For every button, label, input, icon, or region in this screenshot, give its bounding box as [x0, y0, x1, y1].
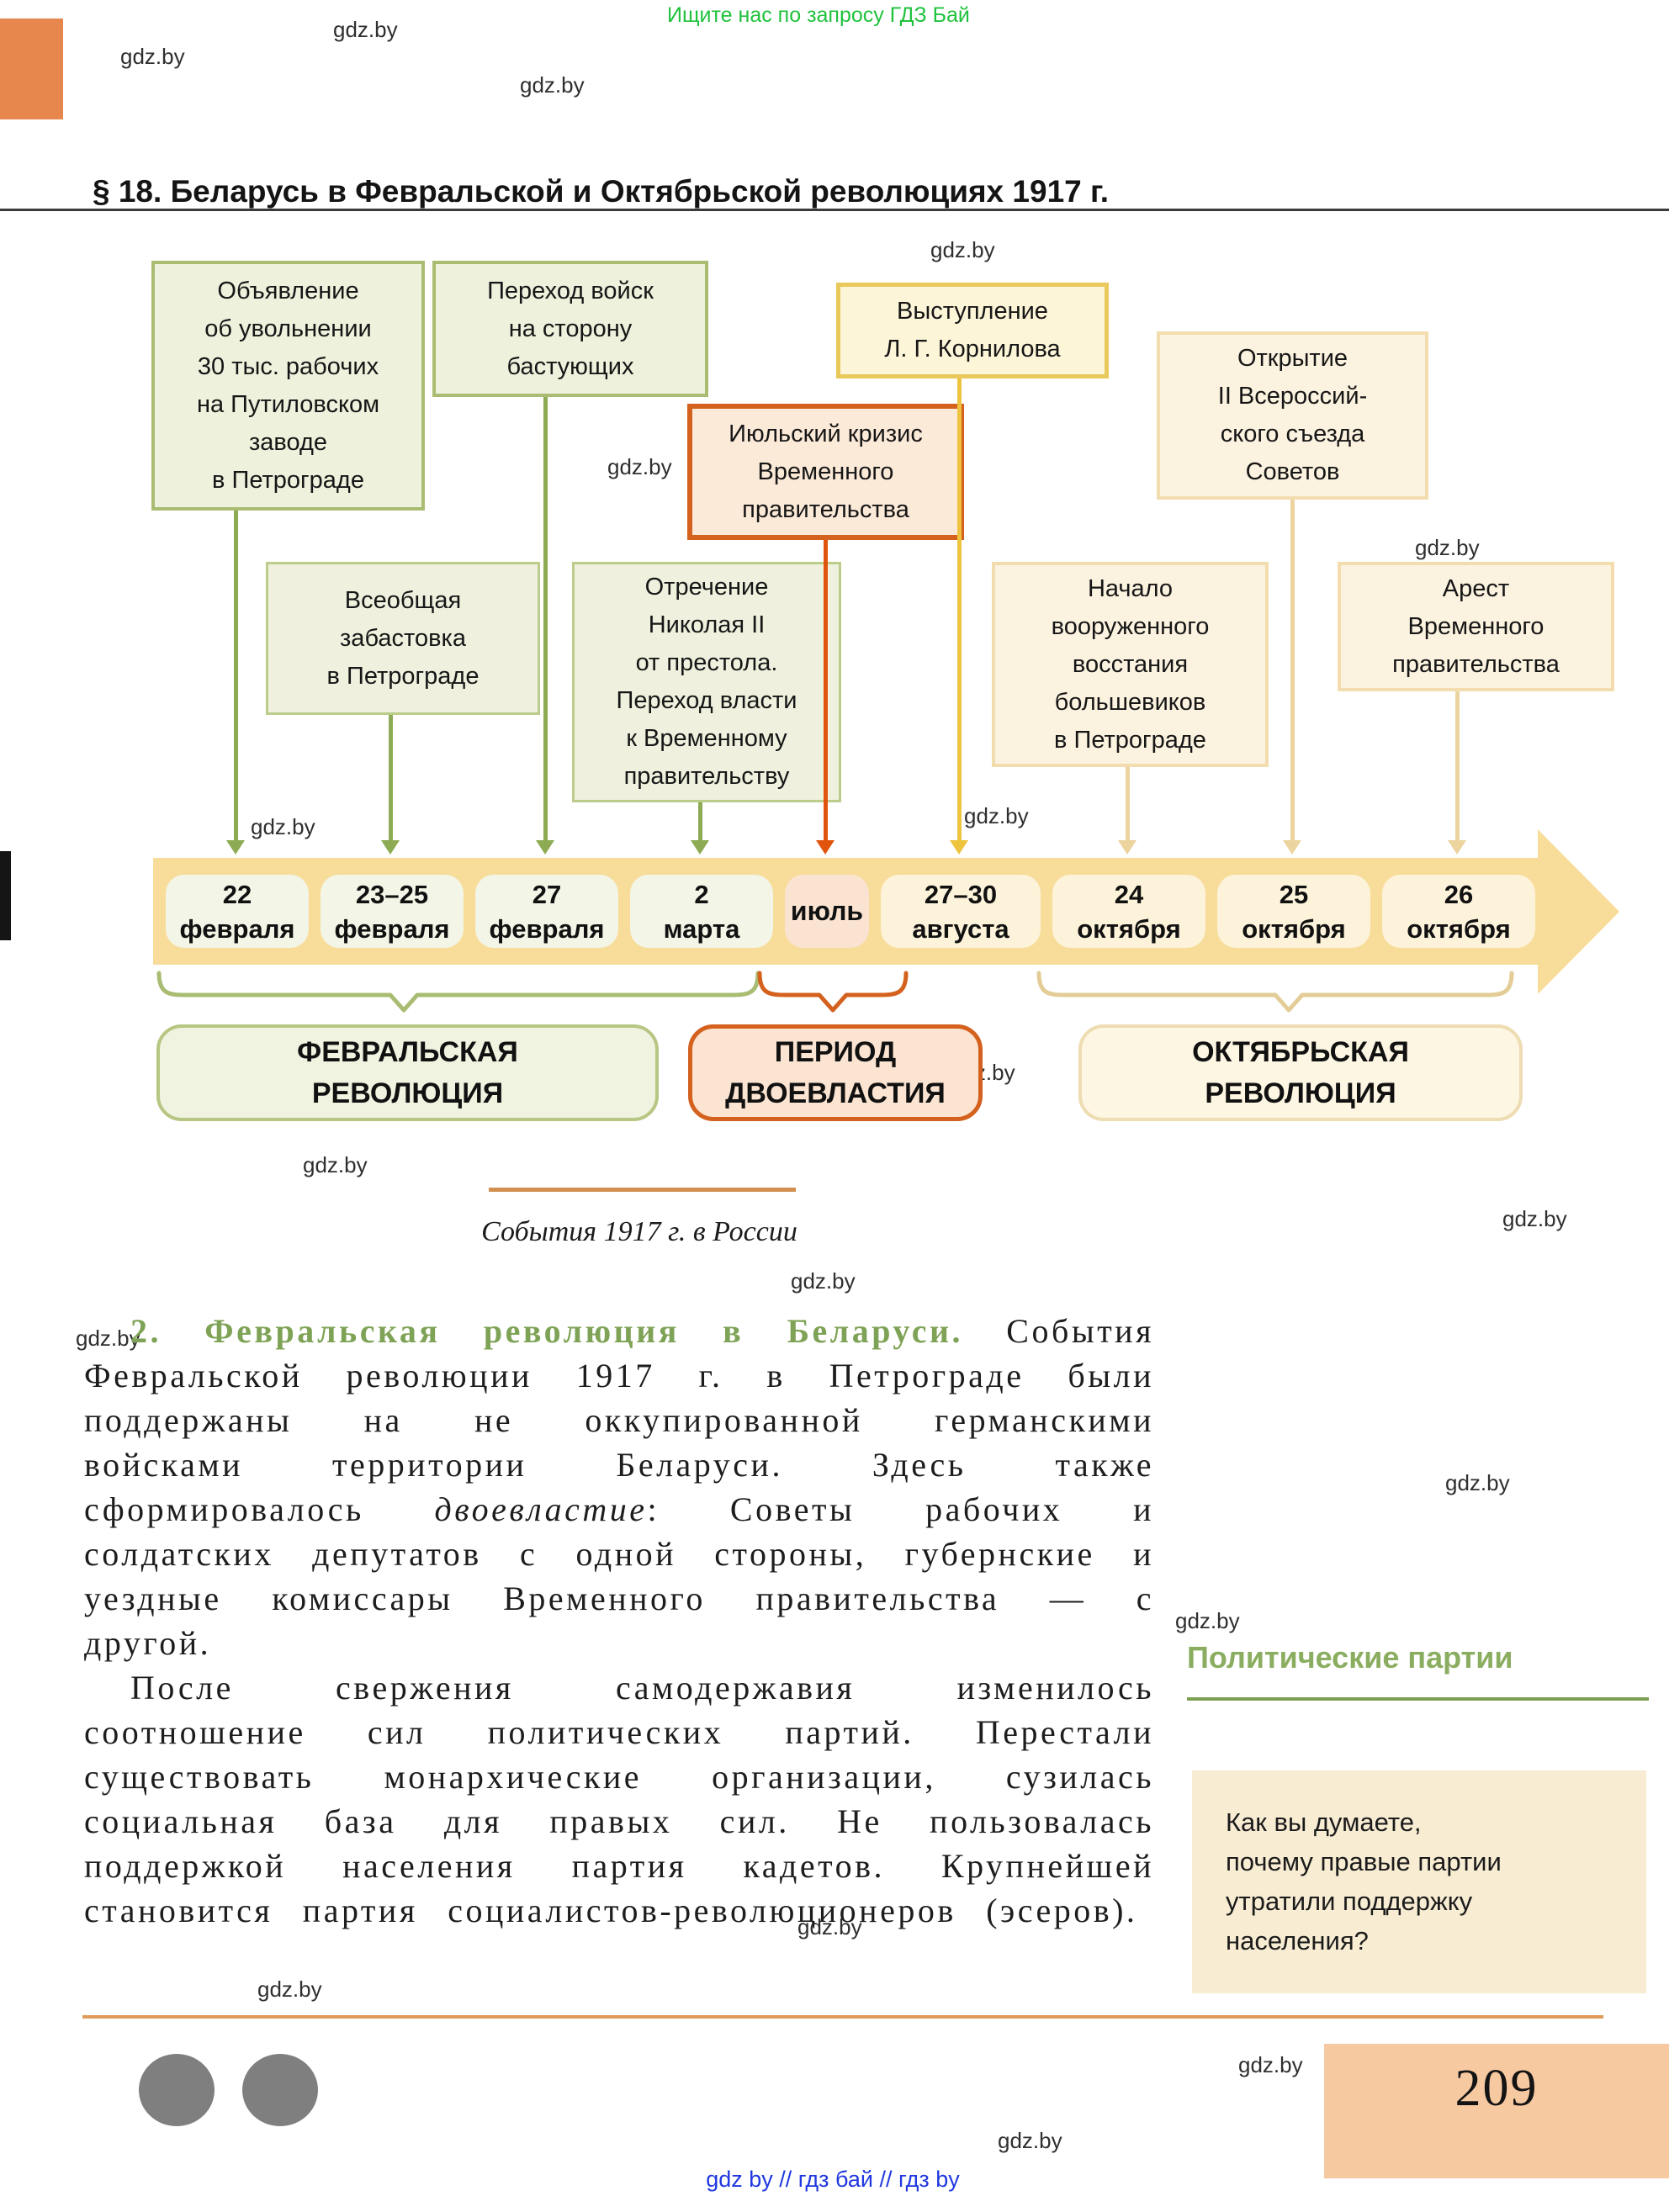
watermark: gdz.by [791, 1268, 856, 1294]
arrow-down-icon [691, 840, 709, 855]
event-box-troops: Переход войск на сторону бастующих [432, 261, 708, 397]
event-box-strike: Всеобщая забастовка в Петрограде [266, 562, 540, 715]
watermark: gdz.by [120, 44, 185, 69]
arrow-down-icon [816, 840, 834, 855]
period-october-revolution: ОКТЯБРЬСКАЯ РЕВОЛЮЦИЯ [1078, 1024, 1523, 1121]
timeline-arrowhead-icon [1538, 829, 1619, 994]
brace-dual-power [757, 971, 909, 1013]
connector-line [1455, 691, 1460, 840]
event-box-kornilov: Выступление Л. Г. Корнилова [836, 283, 1109, 378]
question-box: Как вы думаете, почему правые партии утр… [1192, 1770, 1646, 1993]
event-box-uprising: Начало вооруженного восстания большевико… [992, 562, 1269, 767]
event-box-arrest: Арест Временного правительства [1338, 562, 1614, 691]
watermark: gdz.by [1502, 1206, 1567, 1231]
connector-line [957, 378, 962, 840]
timeline-date: июль [785, 875, 869, 948]
watermark: gdz.by [333, 17, 398, 42]
event-box-july-crisis: Июльский кризис Временного правительства [687, 404, 964, 540]
watermark: gdz.by [1175, 1608, 1240, 1633]
timeline-date: 2 марта [630, 875, 773, 948]
period-february-revolution: ФЕВРАЛЬСКАЯ РЕВОЛЮЦИЯ [156, 1024, 659, 1121]
timeline-date: 27–30 августа [881, 875, 1041, 948]
page-number: 209 [1454, 2060, 1539, 2117]
watermark: gdz.by [964, 803, 1029, 828]
watermark: gdz.by [797, 1914, 862, 1939]
event-box-abdication: Отречение Николая II от престола. Перехо… [572, 562, 841, 802]
paragraph-february-revolution: 2. Февральская революция в Беларуси. Соб… [84, 1309, 1154, 1665]
arrow-down-icon [1448, 840, 1466, 855]
watermark: gdz.by [520, 72, 585, 98]
arrow-down-icon [950, 840, 968, 855]
watermark: gdz.by [1415, 535, 1480, 560]
caption-divider [489, 1188, 796, 1192]
page-edge-mark [0, 851, 11, 940]
watermark: gdz.by [998, 2128, 1062, 2153]
title-divider [0, 209, 1669, 211]
brace-february [156, 971, 760, 1013]
timeline-band: 22 февраля 23–25 февраля 27 февраля 2 ма… [153, 858, 1539, 965]
watermark: gdz.by [607, 454, 672, 479]
run-in-heading: 2. Февральская революция в Беларуси. [130, 1312, 963, 1350]
section-title: § 18. Беларусь в Февральской и Октябрьск… [93, 173, 1109, 209]
watermark: gdz.by [251, 814, 315, 839]
promo-banner: Ищите нас по запросу ГДЗ Бай [667, 3, 970, 27]
watermark: gdz.by [76, 1326, 140, 1351]
page-number-block [1324, 2044, 1669, 2178]
orange-corner-block [0, 19, 63, 119]
arrow-down-icon [381, 840, 400, 855]
connector-line [824, 540, 828, 840]
connector-line [389, 715, 393, 840]
footer-links[interactable]: gdz by // гдз бай // гдз by [706, 2167, 960, 2192]
footer-dot-icon [139, 2054, 215, 2126]
paragraph-text: : Советы рабочих и солдатских депутатов … [84, 1490, 1154, 1662]
timeline-date: 27 февраля [475, 875, 618, 948]
connector-line [234, 511, 238, 840]
event-box-putilov: Объявление об увольнении 30 тыс. рабочих… [151, 261, 425, 511]
watermark: gdz.by [257, 1977, 322, 2002]
sidebar-heading-underline [1187, 1697, 1649, 1701]
connector-line [698, 802, 702, 840]
timeline-date: 26 октября [1382, 875, 1535, 948]
timeline-date: 25 октября [1217, 875, 1370, 948]
sidebar-heading: Политические партии [1187, 1640, 1513, 1675]
event-box-congress: Открытие II Всероссий- ского съезда Сове… [1157, 331, 1428, 500]
watermark: gdz.by [1445, 1470, 1510, 1495]
body-text: 2. Февральская революция в Беларуси. Соб… [84, 1309, 1154, 1933]
timeline-date: 23–25 февраля [321, 875, 464, 948]
footer-divider [82, 2015, 1603, 2019]
paragraph-text: События Февральской революции 1917 г. в … [84, 1312, 1154, 1528]
arrow-down-icon [536, 840, 554, 855]
footer-dot-icon [242, 2054, 318, 2126]
term-italic: двоевластие [434, 1490, 648, 1528]
connector-line [1290, 500, 1295, 840]
watermark: gdz.by [1238, 2052, 1303, 2077]
period-dual-power: ПЕРИОД ДВОЕВЛАСТИЯ [688, 1024, 983, 1121]
brace-october [1036, 971, 1514, 1013]
watermark: gdz.by [303, 1152, 368, 1177]
watermark: gdz.by [930, 237, 995, 262]
timeline-date: 24 октября [1052, 875, 1205, 948]
arrow-down-icon [226, 840, 245, 855]
connector-line [543, 397, 548, 840]
paragraph-parties: После свержения самодержавия изменилось … [84, 1669, 1154, 1929]
arrow-down-icon [1283, 840, 1301, 855]
arrow-down-icon [1118, 840, 1137, 855]
figure-caption: События 1917 г. в России [481, 1216, 797, 1247]
connector-line [1126, 767, 1130, 840]
timeline-date: 22 февраля [166, 875, 309, 948]
